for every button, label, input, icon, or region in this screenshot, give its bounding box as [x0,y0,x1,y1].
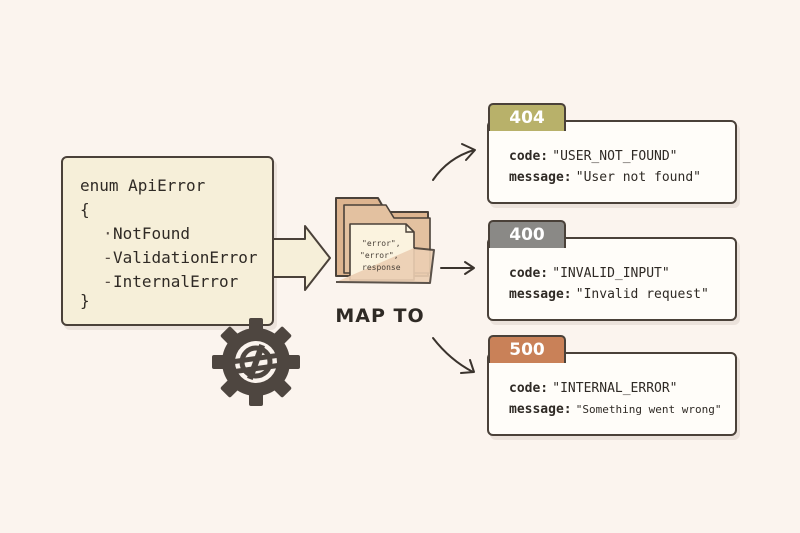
enum-open-brace: { [80,200,90,219]
folder-paper-line-1: "error", [362,239,401,248]
arrowhead-500 [460,359,475,374]
message-value: "Invalid request" [575,287,709,302]
arrow-to-500 [432,337,474,373]
code-value: "USER_NOT_FOUND" [552,149,678,164]
message-line: message: "User not found" [509,170,701,185]
arrow-to-404 [432,149,475,181]
enum-member-validationerror: -ValidationError [103,246,258,270]
folder-paper-line-3: response [362,263,401,272]
enum-member-label: NotFound [113,224,191,243]
code-key: code: [509,266,549,281]
response-card-500: code: "INTERNAL_ERROR" message: "Somethi… [487,335,739,436]
response-card-404: code: "USER_NOT_FOUND" message: "User no… [487,103,739,204]
code-value: "INTERNAL_ERROR" [552,381,678,396]
response-card-400: code: "INVALID_INPUT" message: "Invalid … [487,220,739,321]
message-value: "Something went wrong" [575,403,722,416]
message-key: message: [509,402,572,417]
code-key: code: [509,381,549,396]
message-key: message: [509,287,572,302]
enum-close-brace: } [80,291,90,310]
code-key: code: [509,149,549,164]
bullet-dash: - [103,248,113,267]
message-value: "User not found" [575,170,701,185]
map-to-label: MAP TO [335,305,425,327]
status-badge-404: 404 [488,103,566,131]
enum-to-folder-arrow [274,225,331,291]
message-key: message: [509,170,572,185]
response-card-body: code: "USER_NOT_FOUND" message: "User no… [487,120,737,204]
code-value: "INVALID_INPUT" [552,266,670,281]
folder-paper-line-2: "error", [360,251,399,260]
arrowhead-404 [461,143,476,161]
code-line: code: "INTERNAL_ERROR" [509,381,678,396]
mapping-arrows [432,143,476,374]
code-line: code: "INVALID_INPUT" [509,266,670,281]
folder-icon: "error", "error", response [335,197,435,284]
bullet-dash: - [103,272,113,291]
enum-member-label: ValidationError [113,248,258,267]
enum-member-label: InternalError [113,272,239,291]
status-badge-500: 500 [488,335,566,363]
arrowhead-400 [464,261,475,275]
enum-declaration: enum ApiError [80,176,206,195]
status-badge-400: 400 [488,220,566,248]
gear-icon [212,318,300,406]
code-line: code: "USER_NOT_FOUND" [509,149,678,164]
enum-definition-box: enum ApiError { ·NotFound -ValidationErr… [61,156,274,326]
message-line: message: "Invalid request" [509,287,709,302]
bullet-dash: · [103,224,113,243]
enum-member-internalerror: -InternalError [103,270,238,294]
enum-member-notfound: ·NotFound [103,222,190,246]
response-card-body: code: "INVALID_INPUT" message: "Invalid … [487,237,737,321]
message-line: message: "Something went wrong" [509,402,721,417]
response-card-body: code: "INTERNAL_ERROR" message: "Somethi… [487,352,737,436]
